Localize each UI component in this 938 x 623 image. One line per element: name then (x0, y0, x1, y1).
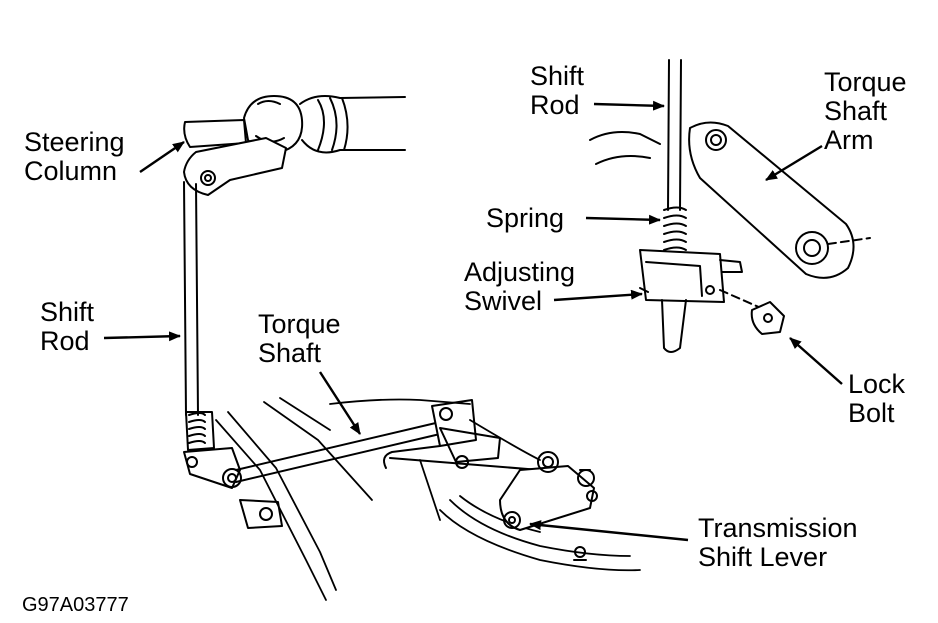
label-adjusting-swivel-line2: Swivel (464, 286, 543, 316)
torque-shaft-drawing (235, 399, 541, 483)
arrow-transmission-shift-lever (529, 520, 689, 542)
label-steering-column: Steering Column (24, 128, 125, 186)
label-adjusting-swivel-line1: Adjusting (464, 257, 576, 287)
label-torque-shaft-arm: Torque Shaft Arm (824, 68, 907, 155)
label-shift-rod-right-line2: Rod (530, 90, 580, 120)
label-lock-bolt: Lock Bolt (848, 370, 905, 428)
label-shift-rod-right-line1: Shift (530, 61, 585, 91)
transmission-shift-lever-drawing (499, 451, 598, 561)
shift-rod-left-drawing (183, 181, 283, 529)
label-shift-rod-left: Shift Rod (40, 298, 94, 356)
label-lock-bolt-line1: Lock (848, 369, 906, 399)
arrow-torque-shaft-arm (765, 144, 823, 182)
label-torque-shaft-arm-line2: Shaft (824, 96, 888, 126)
frame-outline (215, 397, 641, 601)
label-torque-shaft-arm-line3: Arm (824, 125, 874, 155)
label-lock-bolt-line2: Bolt (848, 398, 895, 428)
label-torque-shaft-line1: Torque (258, 309, 341, 339)
label-transmission-shift-lever-line1: Transmission (698, 513, 858, 543)
label-shift-rod-left-line2: Rod (40, 326, 90, 356)
arrows (103, 100, 843, 542)
label-adjusting-swivel: Adjusting Swivel (464, 258, 575, 316)
label-transmission-shift-lever: Transmission Shift Lever (698, 514, 858, 572)
arrow-lock-bolt (789, 337, 843, 385)
inset-drawing (589, 59, 871, 353)
arrow-spring (585, 214, 661, 225)
arrow-shift-rod-left (103, 331, 181, 342)
label-torque-shaft-arm-line1: Torque (824, 67, 907, 97)
label-steering-column-line1: Steering (24, 127, 125, 157)
label-shift-rod-left-line1: Shift (40, 297, 95, 327)
label-transmission-shift-lever-line2: Shift Lever (698, 542, 828, 572)
label-torque-shaft: Torque Shaft (258, 310, 341, 368)
label-torque-shaft-line2: Shaft (258, 338, 322, 368)
label-shift-rod-right: Shift Rod (530, 62, 584, 120)
figure-id: G97A03777 (22, 594, 129, 616)
label-spring: Spring (486, 203, 565, 233)
label-steering-column-line2: Column (24, 156, 118, 186)
steering-column-drawing (183, 95, 406, 196)
arrow-steering-column (139, 141, 185, 173)
arrow-torque-shaft (318, 371, 362, 435)
arrow-adjusting-swivel (553, 289, 643, 302)
arrow-shift-rod-right (593, 100, 665, 111)
